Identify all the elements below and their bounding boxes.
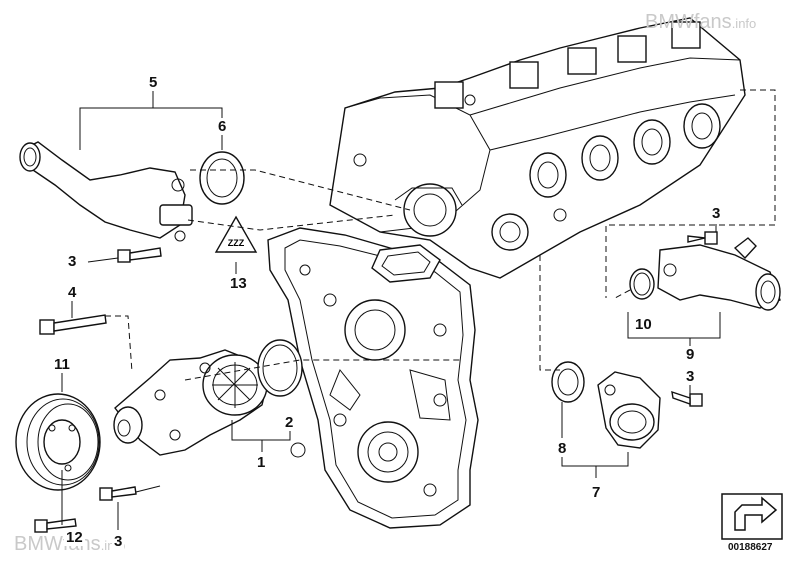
water-pump xyxy=(113,349,269,456)
bolt-right-mid xyxy=(671,390,703,407)
watermark-top: BMWfans.info xyxy=(645,12,756,32)
warning-label: ZZZ xyxy=(214,215,258,253)
callout-6: 6 xyxy=(216,118,229,135)
callout-12: 12 xyxy=(64,529,85,546)
bolt-pump xyxy=(99,486,137,501)
seal-ring-flange xyxy=(551,361,585,403)
callout-3-bottom: 3 xyxy=(112,533,125,550)
callout-7: 7 xyxy=(590,484,603,501)
belt-pulley xyxy=(15,393,101,491)
coolant-flange xyxy=(597,371,661,449)
callout-3-right-mid: 3 xyxy=(684,368,697,385)
callout-3-hose: 3 xyxy=(66,253,79,270)
bolt-pulley-12 xyxy=(34,518,77,533)
coolant-hose-upper xyxy=(19,141,193,242)
o-ring-connection xyxy=(629,268,655,300)
callout-2: 2 xyxy=(283,414,296,431)
callout-11: 11 xyxy=(52,356,72,373)
callout-1: 1 xyxy=(255,454,268,471)
callout-3-right-top: 3 xyxy=(710,205,723,222)
document-number: 00188627 xyxy=(728,542,773,553)
bolt-long-4 xyxy=(39,314,107,335)
callout-8: 8 xyxy=(556,440,569,457)
bolt-hose xyxy=(117,247,162,263)
callout-4: 4 xyxy=(66,284,79,301)
bolt-right-top xyxy=(687,231,718,245)
callout-5: 5 xyxy=(147,74,160,91)
o-ring-water-pump xyxy=(257,339,303,397)
callout-9: 9 xyxy=(684,346,697,363)
watermark-top-text: BMWfans xyxy=(645,11,732,33)
reference-arrow-box xyxy=(721,493,783,540)
callout-13: 13 xyxy=(228,275,249,292)
callout-10: 10 xyxy=(633,316,654,333)
coolant-connection-piece xyxy=(657,237,781,311)
watermark-top-suffix: .info xyxy=(731,16,757,31)
timing-case-cover xyxy=(267,227,479,529)
watermark-bottom-text: BMWfans xyxy=(14,533,101,555)
cylinder-head xyxy=(329,17,746,279)
seal-ring-upper xyxy=(199,151,245,205)
warning-label-text: ZZZ xyxy=(228,238,245,248)
